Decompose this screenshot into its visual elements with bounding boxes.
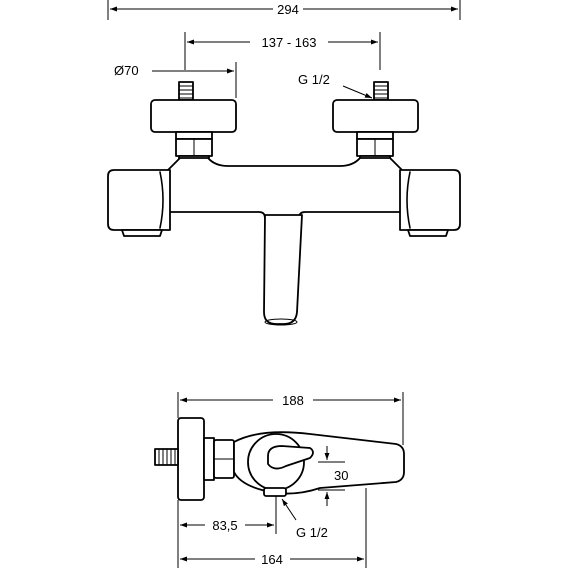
- dimension-label-30: 30: [334, 468, 348, 483]
- dimension-label-164: 164: [261, 552, 283, 567]
- dimension-label-188: 188: [282, 393, 304, 408]
- dimension-label-inlet-spacing: 137 - 163: [262, 35, 317, 50]
- right-handle: [399, 169, 461, 237]
- mixer-body: [167, 157, 403, 326]
- thread-callout-top: G 1/2: [298, 72, 373, 99]
- dimension-label-diameter: Ø70: [114, 63, 139, 78]
- dimension-label-294: 294: [277, 2, 299, 17]
- side-body: [233, 431, 405, 497]
- front-view: 294 137 - 163 Ø70 G 1/2: [107, 0, 461, 326]
- side-view: 188: [154, 392, 405, 568]
- side-nut: [203, 437, 235, 481]
- dimension-depth-overall: 188: [177, 392, 404, 445]
- dimension-depth-to-spout: 164: [180, 488, 367, 568]
- thread-callout-bottom: G 1/2: [281, 498, 328, 540]
- side-flange: [154, 417, 205, 501]
- thread-label-top: G 1/2: [298, 72, 330, 87]
- dimension-flange-diameter: Ø70: [114, 62, 237, 98]
- dimension-overall-width: 294: [107, 0, 461, 20]
- left-handle: [107, 169, 171, 237]
- dimension-inlet-spacing: 137 - 163: [184, 32, 381, 70]
- dimension-label-83-5: 83,5: [212, 518, 237, 533]
- right-inlet: [332, 81, 419, 167]
- dimension-outlet-height: 30: [318, 446, 348, 506]
- left-inlet: [150, 81, 237, 167]
- thread-label-bottom: G 1/2: [296, 525, 328, 540]
- dimension-inlet-offset: 83,5: [177, 496, 277, 568]
